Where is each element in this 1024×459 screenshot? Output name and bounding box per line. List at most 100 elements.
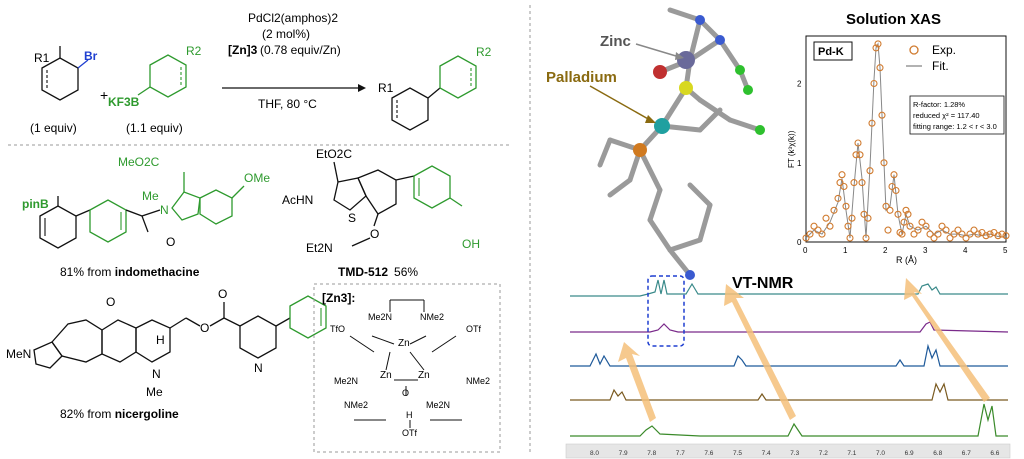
exp-point (878, 111, 886, 119)
exp-point (840, 182, 848, 191)
nicergoline-name: nicergoline (115, 407, 179, 421)
stats-box (909, 95, 1005, 135)
exp-point (822, 214, 830, 222)
nmr-x-tick: 6.7 (962, 450, 971, 457)
me2n-a: Me2N (368, 312, 392, 322)
exp-point (918, 218, 926, 226)
exp-point (874, 40, 882, 48)
nmr-x-tick: 6.8 (933, 450, 942, 457)
xas-y-tick: 1 (797, 159, 802, 168)
product-r2: R2 (476, 45, 492, 59)
zn-amount: (0.78 equiv/Zn) (260, 43, 341, 57)
me2n-b: Me2N (334, 376, 358, 386)
reactant1-equiv: (1 equiv) (30, 121, 77, 135)
nme2-a: NMe2 (420, 312, 444, 322)
nmr-x-tick: 7.7 (676, 450, 685, 457)
xas-x-tick: 2 (883, 246, 888, 255)
exp-point (958, 230, 966, 238)
exp-point (966, 230, 974, 238)
exp-point (818, 230, 826, 238)
men-label: MeN (6, 347, 31, 361)
exp-point (862, 234, 870, 242)
amine-n: N (152, 367, 161, 381)
exp-point (834, 194, 842, 202)
nmr-x-tick: 7.9 (619, 450, 628, 457)
exp-point (1002, 232, 1010, 240)
xas-data-marks (802, 40, 1010, 242)
exp-point (852, 151, 860, 159)
zn-right: Zn (418, 370, 430, 381)
tmd-yield: 56% (394, 265, 418, 279)
zn-additive: [Zn]3 (228, 43, 258, 57)
ether-o: O (370, 227, 379, 241)
br-label: Br (84, 49, 98, 63)
nmr-x-tick: 7.1 (847, 450, 856, 457)
nmr-trace-4 (570, 382, 1008, 401)
kf3b-label: KF3B (108, 95, 140, 109)
exp-point (864, 214, 872, 222)
exp-point (922, 222, 930, 230)
exp-point (994, 232, 1002, 240)
exp-point (868, 119, 876, 127)
exp-point (982, 232, 990, 240)
xas-x-tick: 1 (843, 246, 848, 255)
tmd-ester-label: EtO2C (316, 147, 352, 161)
pyridine-n: N (254, 361, 263, 375)
xas-title: Solution XAS (846, 11, 941, 28)
nmr-x-tick: 7.2 (819, 450, 828, 457)
xas-panel: Solution XAS Pd-K Exp. Fit. R-factor: 1.… (787, 11, 1010, 265)
example-nicergoline: MeN O H N Me O O N 82% from nicergoline (6, 287, 327, 421)
exp-point (896, 228, 904, 237)
reactant2-equiv: (1.1 equiv) (126, 121, 183, 135)
pinb-label: pinB (22, 197, 49, 211)
exp-point (926, 230, 934, 238)
reaction-scheme: R1 Br (1 equiv) + R2 KF3B (1.1 equiv) Pd… (30, 11, 492, 135)
zn3-complex: [Zn3]: Zn Zn Zn TfO OTf OTf Me2N NMe2 Me… (313, 283, 501, 453)
exp-point (880, 159, 888, 167)
legend-exp-marker (909, 45, 919, 55)
exp-point (866, 167, 874, 175)
tfo-left: TfO (330, 324, 345, 334)
exp-point (900, 218, 908, 226)
zn-left: Zn (380, 370, 392, 381)
exp-point (830, 206, 838, 214)
exp-point (836, 179, 844, 187)
exp-point (884, 226, 892, 234)
exp-point (986, 230, 994, 238)
exp-point (806, 230, 814, 238)
shift-arrows (618, 278, 990, 422)
legend-exp: Exp. (932, 43, 956, 57)
plus-sign: + (100, 87, 108, 103)
xas-plot-frame (805, 35, 1007, 243)
exp-point (854, 139, 862, 147)
nme2-b: NMe2 (344, 400, 368, 410)
exp-point (888, 182, 896, 191)
reactant-trifluoroborate: R2 KF3B (1.1 equiv) (108, 44, 202, 135)
nmr-trace-1 (570, 279, 1008, 297)
reactant-aryl-bromide: R1 Br (1 equiv) (30, 46, 98, 135)
exp-point (814, 226, 822, 234)
methoxy-o: O (106, 295, 115, 309)
indole-n: N (160, 203, 169, 217)
exp-point (998, 230, 1006, 238)
exp-point (810, 222, 818, 230)
zinc-label: Zinc (600, 33, 631, 50)
exp-point (910, 230, 918, 238)
indomethacine-name: indomethacine (115, 265, 200, 279)
otf-bottom: OTf (402, 428, 417, 438)
ome-label: OMe (244, 171, 270, 185)
edge-label: Pd-K (818, 46, 844, 58)
xas-xlabel: R (Å) (896, 255, 917, 265)
ring-h: H (156, 333, 165, 347)
fit-line (805, 42, 1007, 239)
r2-label: R2 (186, 44, 202, 58)
nmr-x-tick: 7.5 (733, 450, 742, 457)
exp-point (950, 230, 958, 238)
nmr-x-tick: 7.3 (790, 450, 799, 457)
exp-point (876, 64, 884, 72)
ester-o2: O (218, 287, 227, 301)
ball-and-stick-model: Zinc Palladium (546, 7, 765, 280)
